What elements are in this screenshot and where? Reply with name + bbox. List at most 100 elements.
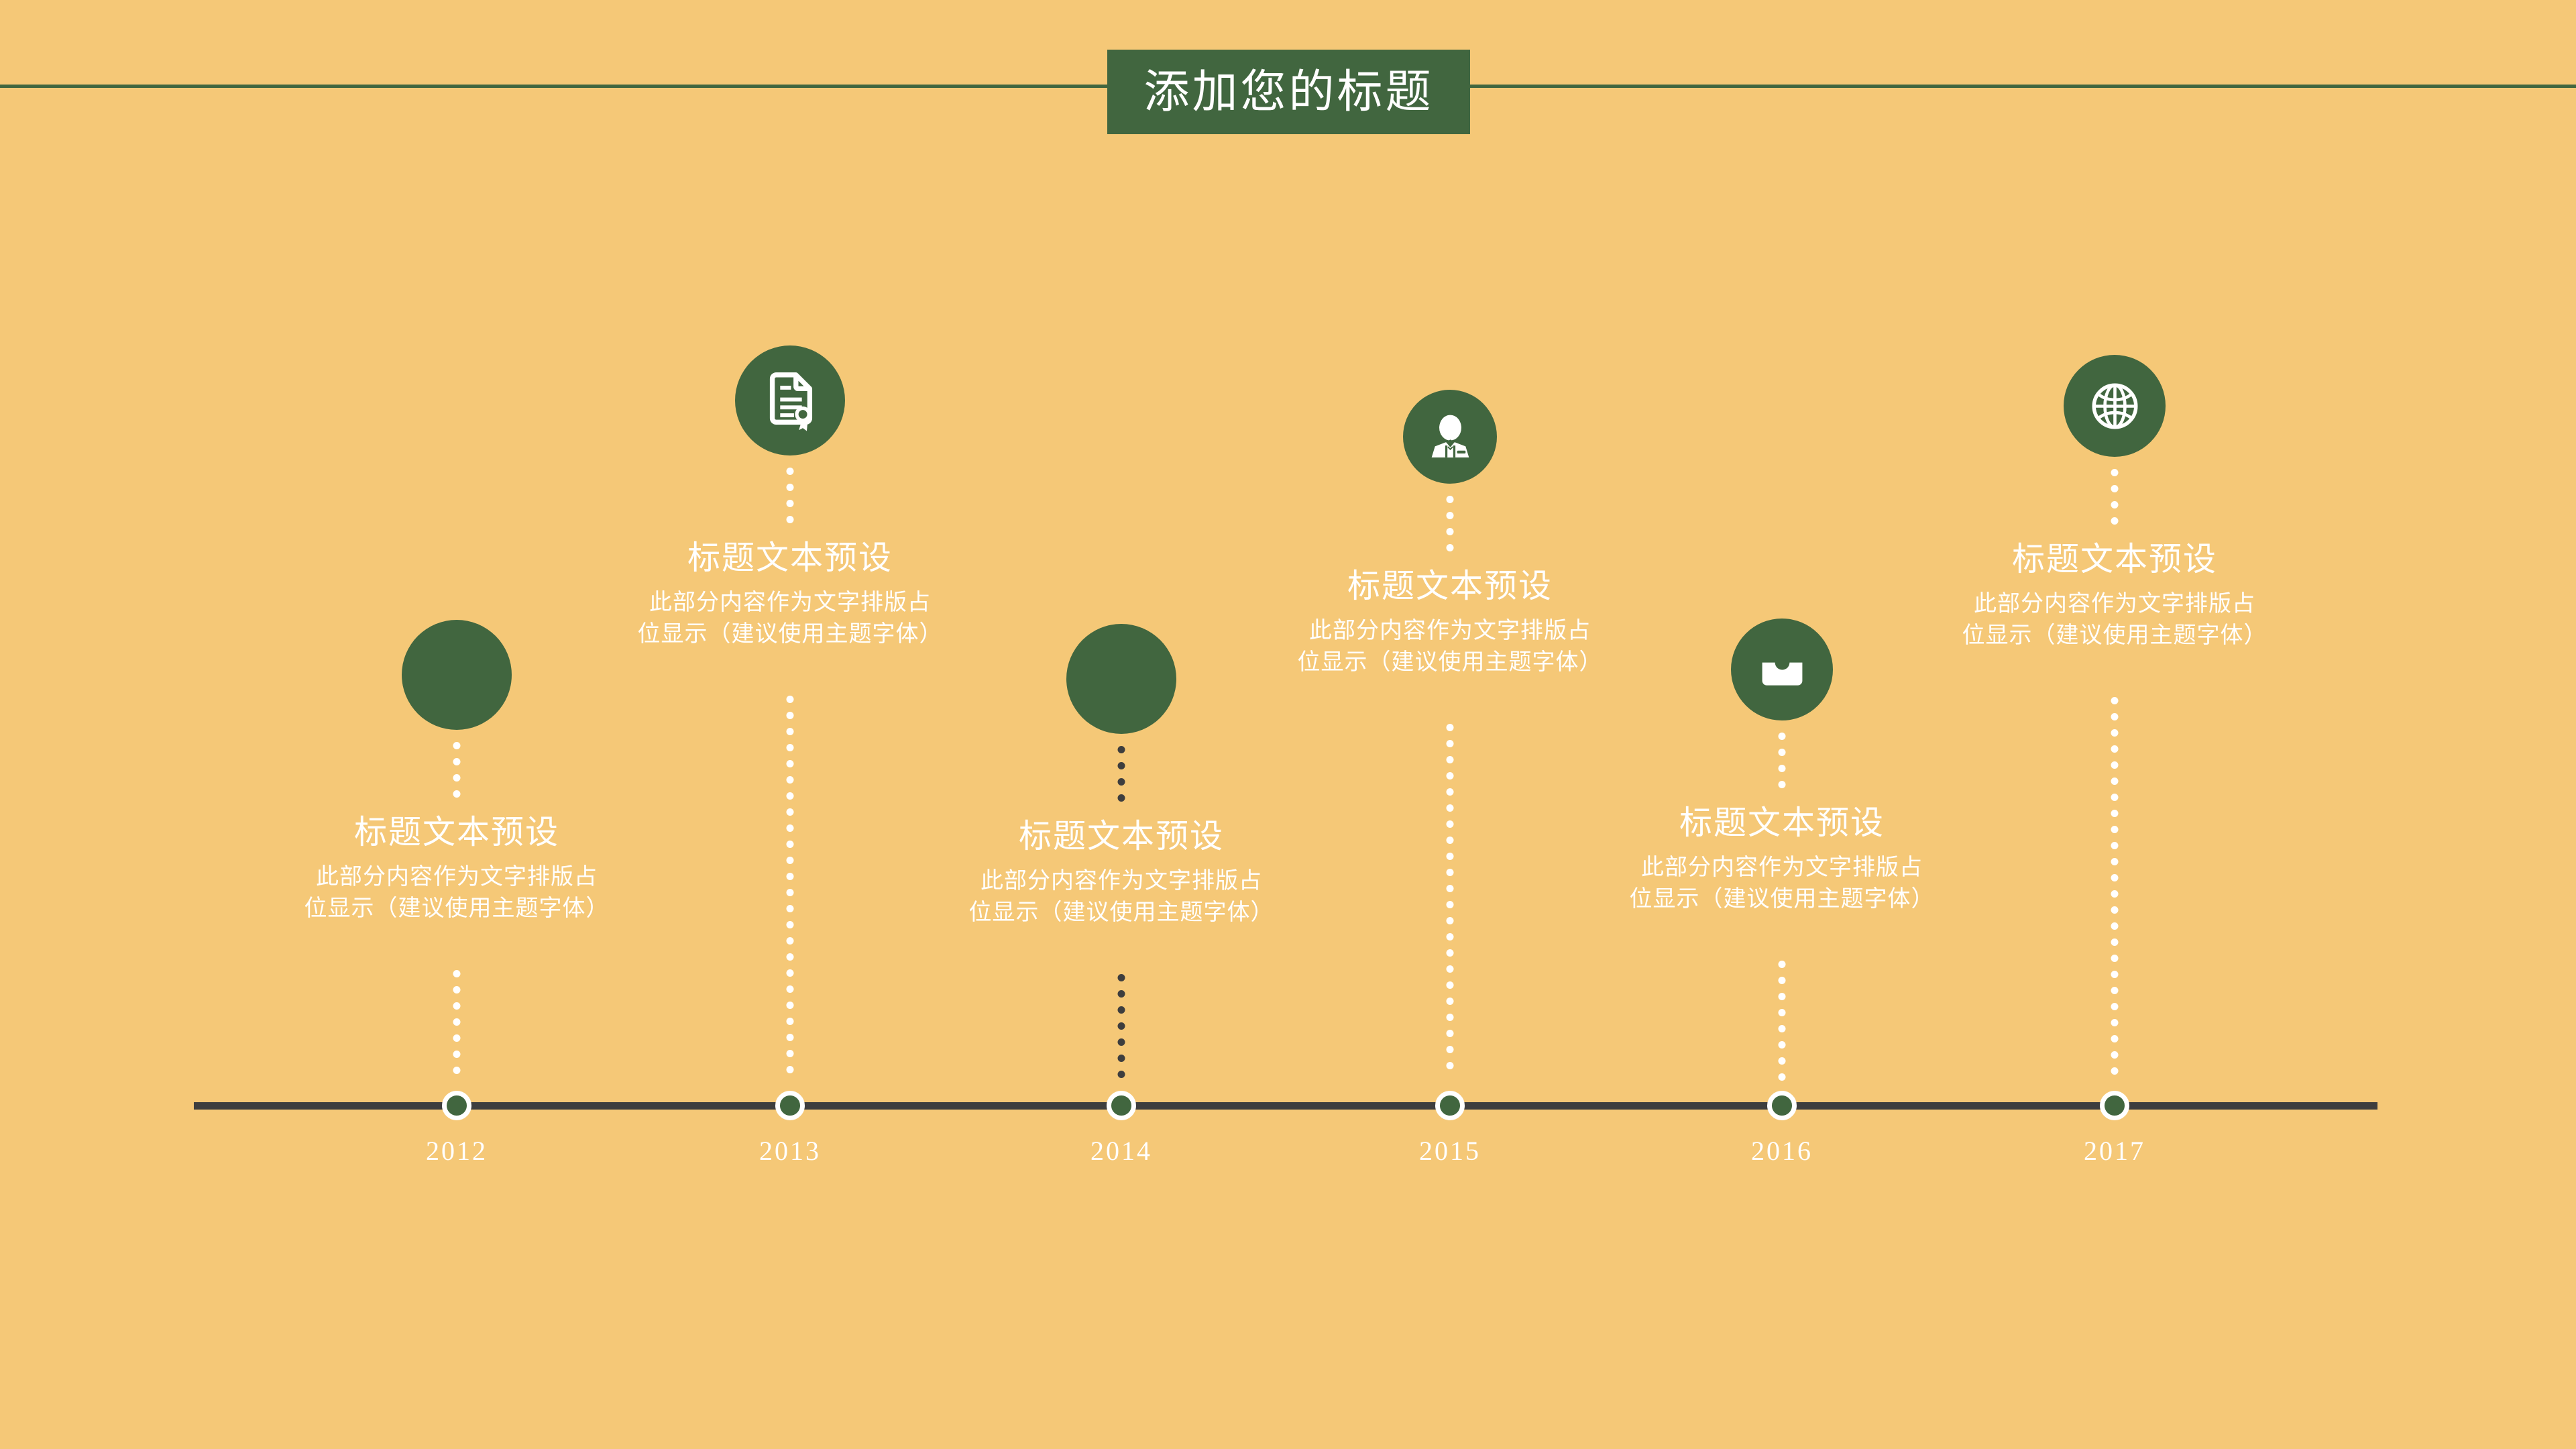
connector-dot: [2111, 922, 2119, 930]
connector-dot: [1446, 820, 1454, 828]
connector-dot: [1778, 765, 1786, 772]
milestone-body-line2-2012: 位显示（建议使用主题字体）: [304, 896, 610, 922]
timeline-node-2015[interactable]: [1435, 1091, 1465, 1120]
connector-dot: [1117, 1006, 1125, 1014]
milestone-body-line1-2013: 此部分内容作为文字排版占: [649, 590, 931, 616]
connector-dot: [2111, 745, 2119, 753]
milestone-title-2015: 标题文本预设: [1347, 568, 1553, 604]
connector-dot: [1778, 749, 1786, 756]
milestone-title-2016: 标题文本预设: [1679, 804, 1885, 841]
milestone-bubble-2014[interactable]: [1066, 624, 1176, 734]
milestone-body-line2-2016: 位显示（建议使用主题字体）: [1629, 887, 1935, 912]
milestone-connector-upper-2012: [453, 742, 461, 806]
connector-dot: [1778, 1057, 1786, 1065]
connector-dot: [1117, 1055, 1125, 1062]
connector-dot: [2111, 1003, 2119, 1010]
milestone-connector-upper-2014: [1117, 746, 1125, 810]
milestone-bubble-2013[interactable]: [735, 345, 845, 455]
connector-dot: [786, 841, 794, 848]
connector-dot: [1446, 1062, 1454, 1069]
connector-dot: [786, 1066, 794, 1073]
connector-dot: [786, 857, 794, 864]
connector-dot: [786, 889, 794, 896]
timeline-node-2016[interactable]: [1767, 1091, 1797, 1120]
connector-dot: [1446, 869, 1454, 876]
milestone-body-line2-2015: 位显示（建议使用主题字体）: [1297, 650, 1603, 676]
milestone-title-2014: 标题文本预设: [1018, 818, 1224, 855]
connector-dot: [1117, 794, 1125, 802]
connector-dot: [786, 1018, 794, 1025]
milestone-connector-lower-2014: [1117, 974, 1125, 1087]
connector-dot: [1446, 496, 1454, 503]
milestone-bubble-2016[interactable]: [1731, 619, 1833, 720]
milestone-text-2014: 标题文本预设此部分内容作为文字排版占位显示（建议使用主题字体）: [887, 816, 1356, 929]
connector-dot: [1778, 781, 1786, 788]
connector-dot: [2111, 501, 2119, 508]
milestone-body-line1-2016: 此部分内容作为文字排版占: [1641, 855, 1923, 881]
milestone-body-line2-2014: 位显示（建议使用主题字体）: [968, 900, 1274, 926]
connector-dot: [1446, 1030, 1454, 1037]
connector-dot: [1446, 885, 1454, 892]
connector-dot: [2111, 987, 2119, 994]
connector-dot: [1778, 1025, 1786, 1032]
milestone-body-line1-2012: 此部分内容作为文字排版占: [316, 865, 598, 890]
connector-dot: [786, 468, 794, 475]
milestone-bubble-2017[interactable]: [2064, 355, 2166, 457]
milestone-bubble-2015[interactable]: [1403, 390, 1497, 484]
connector-dot: [786, 824, 794, 832]
connector-dot: [1778, 961, 1786, 968]
milestone-title-2017: 标题文本预设: [2011, 541, 2217, 578]
milestone-text-2017: 标题文本预设此部分内容作为文字排版占位显示（建议使用主题字体）: [1880, 539, 2349, 652]
connector-dot: [1446, 965, 1454, 973]
connector-dot: [453, 774, 461, 782]
certificate-icon: [769, 372, 813, 431]
connector-dot: [2111, 1035, 2119, 1042]
connector-dot: [786, 696, 794, 703]
page-title-box: 添加您的标题: [1107, 50, 1470, 134]
connector-dot: [2111, 485, 2119, 492]
connector-dot: [2111, 469, 2119, 476]
connector-dot: [1446, 772, 1454, 780]
timeline-year-label-2013: 2013: [759, 1136, 821, 1166]
milestone-connector-upper-2017: [2111, 469, 2119, 533]
timeline-year-label-2016: 2016: [1751, 1136, 1813, 1166]
connector-dot: [786, 969, 794, 977]
connector-dot: [786, 712, 794, 719]
milestone-connector-lower-2017: [2111, 697, 2119, 1083]
connector-dot: [1446, 756, 1454, 763]
milestone-text-2016: 标题文本预设此部分内容作为文字排版占位显示（建议使用主题字体）: [1547, 802, 2017, 916]
connector-dot: [786, 484, 794, 491]
connector-dot: [2111, 971, 2119, 978]
connector-dot: [1117, 990, 1125, 998]
milestone-text-2012: 标题文本预设此部分内容作为文字排版占位显示（建议使用主题字体）: [222, 812, 691, 925]
connector-dot: [1778, 1041, 1786, 1049]
connector-dot: [2111, 794, 2119, 801]
connector-dot: [2111, 729, 2119, 737]
connector-dot: [1446, 544, 1454, 551]
milestone-connector-lower-2015: [1446, 724, 1454, 1078]
connector-dot: [453, 742, 461, 749]
timeline-year-label-2015: 2015: [1419, 1136, 1481, 1166]
page-title: 添加您的标题: [1143, 66, 1434, 117]
timeline-node-2013[interactable]: [775, 1091, 805, 1120]
milestone-body-line1-2014: 此部分内容作为文字排版占: [981, 869, 1262, 894]
milestone-bubble-2012[interactable]: [402, 620, 512, 730]
connector-dot: [453, 1018, 461, 1026]
connector-dot: [786, 1002, 794, 1009]
connector-dot: [2111, 517, 2119, 525]
connector-dot: [453, 986, 461, 994]
milestone-connector-lower-2016: [1778, 961, 1786, 1089]
connector-dot: [1117, 762, 1125, 769]
timeline-axis: [194, 1102, 2377, 1110]
timeline-node-2012[interactable]: [442, 1091, 471, 1120]
milestone-body-line2-2013: 位显示（建议使用主题字体）: [637, 622, 943, 647]
timeline-node-2017[interactable]: [2100, 1091, 2129, 1120]
connector-dot: [786, 1050, 794, 1057]
connector-dot: [1446, 917, 1454, 924]
connector-dot: [1446, 1046, 1454, 1053]
timeline-node-2014[interactable]: [1107, 1091, 1136, 1120]
connector-dot: [786, 921, 794, 928]
connector-dot: [786, 937, 794, 945]
connector-dot: [786, 873, 794, 880]
connector-dot: [2111, 842, 2119, 849]
